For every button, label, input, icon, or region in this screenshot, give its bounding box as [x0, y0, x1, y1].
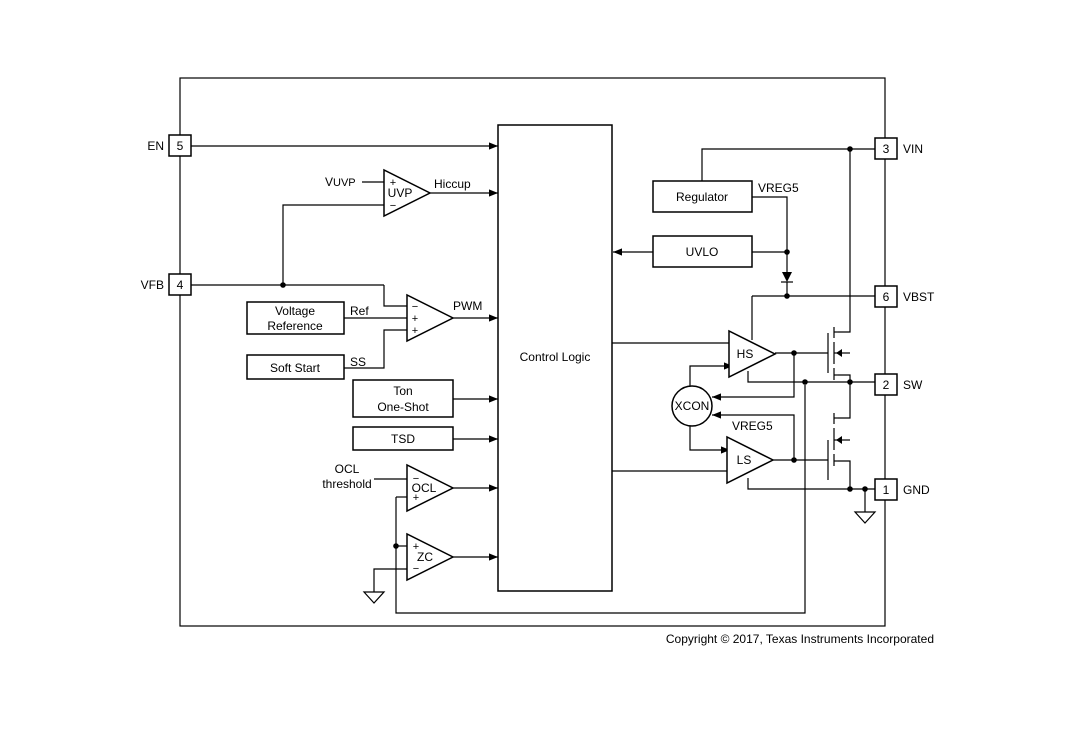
voltage-reference-label-2: Reference	[267, 319, 323, 333]
zc-minus: −	[413, 563, 419, 575]
ton-label-1: Ton	[393, 384, 412, 398]
high-side-mosfet	[827, 327, 850, 380]
uvp-comparator	[383, 168, 432, 218]
uvp-label: UVP	[388, 186, 413, 200]
junction-dots	[280, 146, 868, 549]
voltage-reference-label-1: Voltage	[275, 304, 315, 318]
regulator-block	[652, 180, 753, 213]
pwm-comp-minus: −	[412, 301, 418, 313]
pin-gnd: 1 GND	[874, 478, 930, 501]
control-logic-block	[497, 124, 613, 592]
pin-vin-number: 3	[883, 142, 890, 156]
zc-plus: +	[413, 541, 419, 553]
soft-start-label: Soft Start	[270, 361, 321, 375]
xcon-label: XCON	[675, 399, 710, 413]
zc-label: ZC	[417, 550, 433, 564]
tsd-label: TSD	[391, 432, 415, 446]
uvp-minus: −	[390, 200, 396, 212]
ls-driver	[726, 435, 775, 485]
ocl-comparator	[406, 463, 455, 513]
vreg5-top-label: VREG5	[758, 181, 799, 195]
zc-comparator	[406, 532, 455, 582]
ss-label: SS	[350, 355, 366, 369]
control-logic-label: Control Logic	[520, 350, 591, 364]
ground-symbol-zc	[362, 591, 386, 604]
xcon-block	[671, 385, 713, 427]
uvp-plus: +	[390, 177, 396, 189]
wires	[191, 142, 875, 614]
tsd-block	[352, 426, 454, 451]
pin-sw-name: SW	[903, 378, 923, 392]
ocl-threshold-label-2: threshold	[322, 477, 371, 491]
pin-vin-name: VIN	[903, 142, 923, 156]
hs-label: HS	[737, 347, 754, 361]
pin-vbst-number: 6	[883, 290, 890, 304]
pwm-comparator	[406, 293, 455, 343]
pin-en-name: EN	[147, 139, 164, 153]
ocl-minus: −	[413, 473, 419, 485]
voltage-reference-block	[246, 301, 345, 335]
pin-en-number: 5	[177, 139, 184, 153]
pin-vfb-number: 4	[177, 278, 184, 292]
uvlo-block	[652, 235, 753, 268]
ground-symbol-gnd	[853, 511, 877, 524]
pin-gnd-number: 1	[883, 483, 890, 497]
ocl-threshold-label-1: OCL	[335, 462, 360, 476]
bootstrap-diode	[781, 272, 793, 283]
vreg5-bottom-label: VREG5	[732, 419, 773, 433]
pin-gnd-name: GND	[903, 483, 930, 497]
pin-vbst: 6 VBST	[874, 285, 935, 308]
vuvp-label: VUVP	[325, 175, 356, 189]
pin-vfb-name: VFB	[141, 278, 164, 292]
pin-en: 5 EN	[147, 134, 192, 157]
hs-driver	[728, 329, 777, 379]
uvlo-label: UVLO	[686, 245, 719, 259]
pin-vfb: 4 VFB	[141, 273, 192, 296]
pwm-comp-plus-1: +	[412, 313, 418, 325]
ls-label: LS	[737, 453, 752, 467]
ton-label-2: One-Shot	[377, 400, 429, 414]
ocl-plus: +	[413, 492, 419, 504]
pwm-comp-plus-2: +	[412, 325, 418, 337]
ton-one-shot-block	[352, 379, 454, 418]
pin-vin: 3 VIN	[874, 137, 923, 160]
hiccup-label: Hiccup	[434, 177, 471, 191]
copyright-text: Copyright © 2017, Texas Instruments Inco…	[666, 632, 934, 646]
ref-label: Ref	[350, 304, 369, 318]
soft-start-block	[246, 354, 345, 380]
ocl-label: OCL	[412, 481, 437, 495]
low-side-mosfet	[827, 413, 850, 480]
regulator-label: Regulator	[676, 190, 728, 204]
pwm-label: PWM	[453, 299, 482, 313]
ic-boundary	[179, 77, 886, 627]
pin-sw-number: 2	[883, 378, 890, 392]
pin-vbst-name: VBST	[903, 290, 935, 304]
pin-sw: 2 SW	[874, 373, 923, 396]
